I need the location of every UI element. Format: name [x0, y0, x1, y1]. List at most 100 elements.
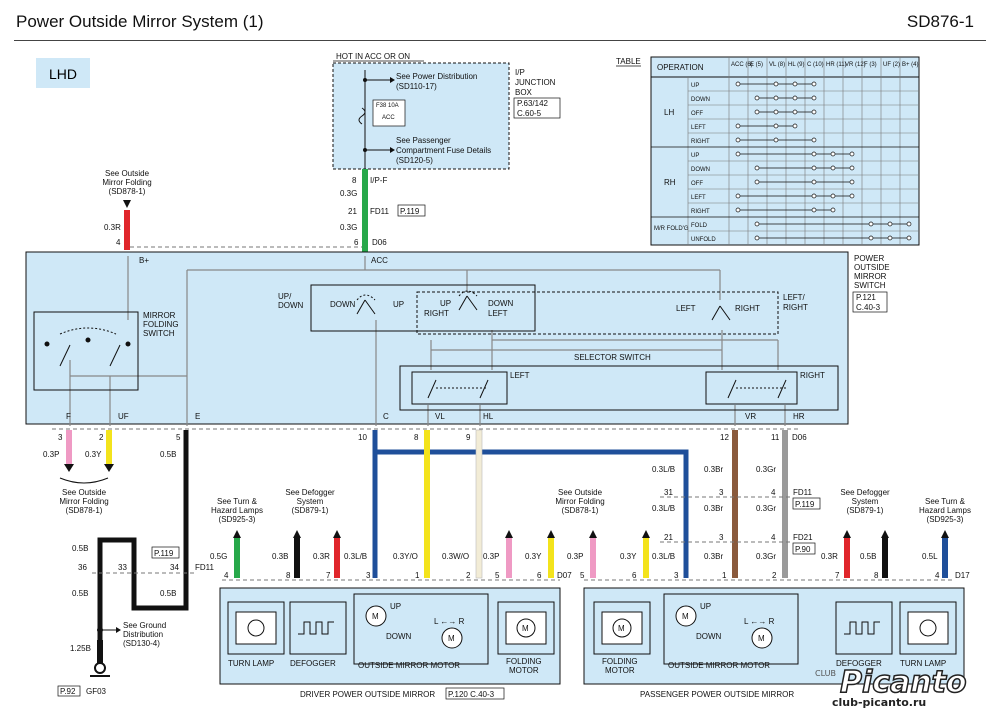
fold-sw-1: MIRROR	[143, 311, 176, 320]
ip-junction-box	[332, 62, 510, 170]
col-4: HL (9)	[788, 62, 804, 68]
sw-leftright-2: RIGHT	[783, 303, 808, 312]
ipjb-ref-2: C.60-5	[517, 109, 542, 118]
see-defog-l-2: System	[297, 497, 324, 506]
sw-right: RIGHT	[735, 304, 760, 313]
grp-lh: LH	[664, 108, 674, 117]
pas-up: UP	[700, 602, 711, 611]
pas-w-0: 0.3P	[567, 552, 583, 561]
ground-see-2: Distribution	[123, 630, 163, 639]
header-divider	[14, 40, 986, 41]
pas-motor: OUTSIDE MIRROR MOTOR	[668, 661, 770, 670]
switch-title-2: OUTSIDE	[854, 263, 890, 272]
page-title: Power Outside Mirror System (1)	[16, 12, 264, 31]
ipjb-label-3: BOX	[515, 88, 533, 97]
wm-brand: Picanto	[840, 665, 967, 700]
drv-fold-2: MOTOR	[509, 666, 539, 675]
driver-mirror	[219, 587, 561, 685]
see-turn-l-3: (SD925-3)	[219, 515, 256, 524]
pas-w-2: 0.3L/B	[652, 552, 675, 561]
drv-p-0: 4	[224, 571, 229, 580]
fd11-mid-p3: 3	[719, 488, 724, 497]
drv-w-3: 0.3L/B	[344, 552, 367, 561]
pas-turn: TURN LAMP	[900, 659, 946, 668]
grp-rh: RH	[664, 178, 676, 187]
drv-w-0: 0.5G	[210, 552, 227, 561]
ground-see-3: (SD130-4)	[123, 639, 160, 648]
pas-p-4: 2	[772, 571, 777, 580]
see-fold-top-3: (SD878-1)	[109, 187, 146, 196]
pas-p-3: 1	[722, 571, 727, 580]
pas-title: PASSENGER POWER OUTSIDE MIRROR	[640, 690, 794, 699]
fold-sw-2: FOLDING	[143, 320, 179, 329]
sw-downleft-1: DOWN	[488, 299, 514, 308]
pas-fold-m: M	[618, 624, 625, 633]
fd21-ref: P.90	[795, 545, 811, 554]
selector-label: SELECTOR SWITCH	[574, 353, 651, 362]
fuse-name: ACC	[382, 115, 395, 121]
drv-defog: DEFOGGER	[290, 659, 336, 668]
see-fold-mid-2: Mirror Folding	[555, 497, 604, 506]
drv-fold-m: M	[522, 624, 529, 633]
ground-p36: 36	[78, 563, 87, 572]
switch-title-1: POWER	[854, 254, 884, 263]
ground-w2: 0.5B	[72, 589, 88, 598]
acc-wire	[362, 169, 368, 253]
lh-right: RIGHT	[691, 139, 710, 145]
ground-ref: P.119	[154, 549, 174, 558]
wm-site: club-picanto.ru	[832, 696, 926, 709]
see-power-text: See Power Distribution	[396, 72, 477, 81]
see-fold-left-2: Mirror Folding	[59, 497, 108, 506]
col-5: C (10)	[807, 62, 824, 68]
wire-hr-label-2: 0.3Gr	[756, 504, 776, 513]
pin-vl: VL	[435, 412, 445, 421]
ipjb-label-2: JUNCTION	[515, 78, 556, 87]
sw-left: LEFT	[676, 304, 696, 313]
fd11-top-ref: P.119	[400, 207, 420, 216]
bplus-label: B+	[139, 256, 149, 265]
wire-uf-label: 0.3Y	[85, 450, 102, 459]
lh-left: LEFT	[691, 125, 706, 131]
updown-2: DOWN	[278, 301, 304, 310]
drv-motor: OUTSIDE MIRROR MOTOR	[358, 661, 460, 670]
fd11-mid-p31: 31	[664, 488, 673, 497]
lhd-label: LHD	[49, 66, 77, 82]
grp-mr: M/R FOLD'G	[654, 226, 689, 232]
switch-title-3: MIRROR	[854, 272, 887, 281]
sw-upright-2: RIGHT	[424, 309, 449, 318]
see-fold-top-2: Mirror Folding	[102, 178, 151, 187]
fd11-top-wire: 0.3G	[340, 223, 357, 232]
fd21-p4: 4	[771, 533, 776, 542]
acc-label: ACC	[371, 256, 388, 265]
see-turn-r-1: See Turn &	[925, 497, 966, 506]
pas-w-6: 0.5B	[860, 552, 876, 561]
wm-club: CLUB	[815, 669, 836, 678]
fuse-id: F38 10A	[376, 103, 399, 109]
conn-pin-8: 8	[414, 433, 419, 442]
see-defog-r-2: System	[852, 497, 879, 506]
fd21-p3: 3	[719, 533, 724, 542]
pas-p-0: 5	[580, 571, 585, 580]
col-1: ACC (6)	[731, 62, 753, 68]
ground-gref: P.92	[60, 687, 76, 696]
drv-p-3: 3	[366, 571, 371, 580]
wire-vr-label-2: 0.3Br	[704, 504, 723, 513]
col-8: F (3)	[864, 62, 877, 68]
fd11-top-pin: 21	[348, 207, 357, 216]
lh-down: DOWN	[691, 97, 710, 103]
pin-uf: UF	[118, 412, 129, 421]
drv-ref: P.120 C.40-3	[448, 690, 495, 699]
drv-w-2: 0.3R	[313, 552, 330, 561]
sw-leftright-1: LEFT/	[783, 293, 806, 302]
pas-m1: M	[682, 612, 689, 621]
ground-w4: 1.25B	[70, 644, 91, 653]
rh-down: DOWN	[691, 167, 710, 173]
fd21-p21: 21	[664, 533, 673, 542]
conn-pin-9: 9	[466, 433, 471, 442]
drv-conn: D07	[557, 571, 572, 580]
col-2: E (5)	[750, 62, 763, 68]
rh-off: OFF	[691, 181, 703, 187]
drv-w-6: 0.3P	[483, 552, 499, 561]
pas-p-7: 4	[935, 571, 940, 580]
